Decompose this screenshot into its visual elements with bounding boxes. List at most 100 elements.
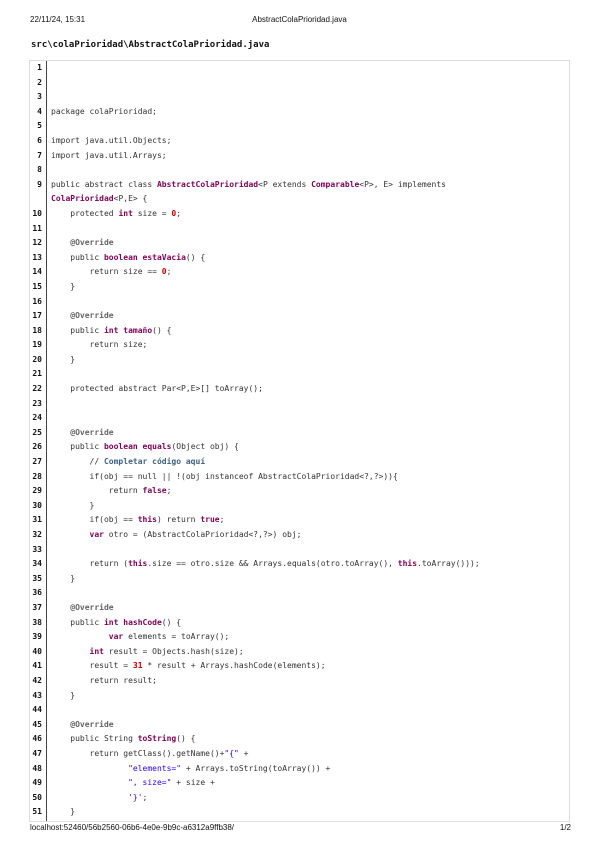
code-token: this [137,515,157,525]
code-token: if(obj == [51,515,138,525]
line-number: 36 [32,588,42,598]
code-token [51,428,70,437]
line-text: } [51,689,566,704]
code-token: equals [142,442,172,452]
code-line: 38 public int hashCode() { [30,616,569,631]
line-number: 38 [32,617,42,627]
code-token: () { [161,617,182,627]
line-number: 4 [37,106,42,116]
code-line: 40 int result = Objects.hash(size); [30,645,569,660]
code-line: 12 @Override [30,236,569,251]
code-token: public [51,325,104,335]
line-text: protected abstract Par<P,E>[] toArray(); [51,382,566,397]
line-text: return size; [51,338,566,353]
code-token: <P,E> { [113,194,148,204]
line-number: 7 [37,150,42,160]
code-token: + Arrays.toString(toArray()) + [181,763,331,773]
code-token: ", size=" [128,778,172,788]
line-number: 23 [32,398,42,408]
line-number: 3 [37,92,42,102]
line-number: 28 [32,471,42,481]
code-token: int [103,325,119,335]
code-token: protected [51,208,119,218]
line-text: @Override [51,309,566,324]
line-number: 13 [32,252,42,262]
line-text: @Override [51,718,566,733]
page-number: 1/2 [559,823,571,832]
line-number: 5 [37,121,42,131]
code-token: var [108,632,124,642]
code-token: } [51,690,76,700]
code-token: () { [185,252,206,262]
line-text: return false; [51,484,566,499]
code-line: 42 return result; [30,674,569,689]
code-token: return result; [51,675,157,685]
code-token: ColaPrioridad [51,194,114,204]
line-number: 19 [32,340,42,350]
code-token: "elements=" [128,763,182,773]
line-number: 10 [32,208,42,218]
code-token: ) return [156,515,201,525]
line-text: } [51,805,566,820]
code-token: public abstract class [51,179,157,189]
code-token: return ( [51,559,129,569]
code-line: 35 } [30,572,569,587]
line-number: 1 [37,63,42,72]
gutter-divider [46,61,47,821]
code-token: + size + [171,778,215,788]
line-text: public boolean equals(Object obj) { [51,440,566,455]
line-number: 15 [32,281,42,291]
code-token: * result + Arrays.hashCode(elements); [142,661,326,671]
code-token: } [51,354,76,364]
line-text: } [51,280,566,295]
code-token: @Override [70,427,114,437]
line-text: @Override [51,236,566,251]
code-token: ; [142,792,148,802]
code-token: size = [132,208,172,218]
line-text: ", size=" + size + [51,776,566,791]
code-line: 47 return getClass().getName()+"{" + [30,747,569,762]
code-line: 46 public String toString() { [30,732,569,747]
code-line: 21 [30,367,569,382]
line-number: 2 [37,77,42,87]
code-line: 36 [30,586,569,601]
code-token: public String [51,734,138,744]
code-token: } [51,500,95,510]
code-line: 19 return size; [30,338,569,353]
code-token: () { [152,325,172,335]
code-line: 39 var elements = toArray(); [30,630,569,645]
line-number: 32 [32,530,42,539]
code-token [51,603,70,612]
code-line: 30 } [30,499,569,514]
line-number: 17 [32,311,42,321]
line-number: 25 [32,427,42,437]
line-text: } [51,572,566,587]
code-token: Comparable [311,179,360,189]
code-token: } [51,573,76,583]
code-line: 26 public boolean equals(Object obj) { [30,440,569,455]
code-token: import java.util.Arrays; [51,150,167,160]
code-token: if(obj == null || !(obj instanceof Abstr… [51,471,398,481]
line-number: 37 [32,602,42,612]
code-token [51,647,90,656]
line-text: return size == 0; [51,265,566,280]
code-line: 27 // Completar código aquí [30,455,569,470]
code-token: package colaPrioridad; [51,106,157,116]
code-token: hashCode [123,617,162,627]
code-token: otro = (AbstractColaPrioridad<?,?>) obj; [103,530,302,539]
code-line: 50 '}'; [30,791,569,806]
code-line: 33 [30,543,569,558]
code-token: // [51,457,104,467]
code-line: 45 @Override [30,718,569,733]
code-token: ; [219,515,225,525]
code-line: 32 var otro = (AbstractColaPrioridad<?,?… [30,528,569,543]
line-number: 39 [32,632,42,642]
code-token: tamaño [123,325,153,335]
code-token: @Override [70,238,114,248]
line-text: } [51,499,566,514]
line-text: public int tamaño() { [51,324,566,339]
code-token: Completar código aquí [103,457,206,467]
code-line: 25 @Override [30,426,569,441]
code-line: 20 } [30,353,569,368]
